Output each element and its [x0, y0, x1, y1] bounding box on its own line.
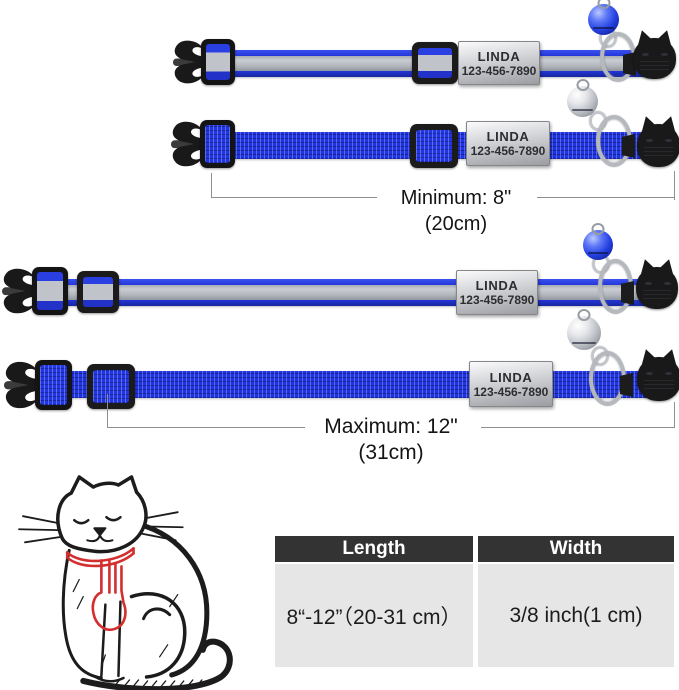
- cat-face-buckle: [637, 346, 679, 401]
- name-tag: LINDA 123-456-7890: [466, 121, 550, 166]
- cat-face-buckle: [636, 256, 678, 309]
- blue-bell: [588, 4, 619, 35]
- buckle-prongs: [2, 268, 35, 314]
- tri-glide-adjuster: [410, 124, 458, 168]
- buckle-keeper: [620, 373, 633, 397]
- cat-fit-guide-illustration: [18, 475, 233, 690]
- tag-phone-text: 123-456-7890: [461, 63, 537, 78]
- spec-table-header-length: Length: [275, 536, 473, 562]
- dimension-line: [481, 427, 675, 428]
- tri-glide-adjuster: [412, 42, 458, 84]
- buckle-prongs: [171, 121, 204, 167]
- tag-name-text: LINDA: [486, 129, 530, 144]
- side-release-buckle: [171, 119, 235, 169]
- dimension-line: [107, 427, 305, 428]
- collar-band: [52, 279, 652, 306]
- dimension-line: [537, 197, 675, 198]
- side-release-buckle: [173, 38, 235, 86]
- dimension-tick-left: [107, 394, 108, 428]
- maximum-label: Maximum: 12"(31cm): [324, 415, 458, 464]
- fit-guide-collar-and-fingers: [65, 547, 135, 631]
- name-tag: LINDA 123-456-7890: [456, 270, 538, 315]
- tag-name-text: LINDA: [489, 369, 533, 385]
- buckle-prongs: [173, 40, 205, 84]
- tag-name-text: LINDA: [475, 278, 519, 293]
- blue-bell: [583, 230, 613, 260]
- dimension-tick-right: [674, 171, 675, 200]
- dimension-line: [211, 197, 377, 198]
- tag-name-text: LINDA: [477, 48, 521, 64]
- name-tag: LINDA 123-456-7890: [469, 361, 553, 407]
- collar-band: [58, 371, 648, 398]
- spec-table-header-width: Width: [478, 536, 674, 562]
- tri-glide-adjuster: [77, 271, 119, 313]
- side-release-buckle: [2, 266, 68, 316]
- buckle-keeper: [623, 52, 636, 76]
- buckle-keeper: [622, 134, 635, 158]
- minimum-label: Minimum: 8"(20cm): [400, 187, 512, 235]
- buckle-keeper: [621, 281, 634, 305]
- tag-phone-text: 123-456-7890: [459, 293, 535, 307]
- cat-face-buckle: [633, 27, 676, 79]
- spec-table-cell-width: 3/8 inch(1 cm): [478, 564, 674, 667]
- spec-table-cell-length: 8“-12”（20-31 cm）: [275, 564, 473, 667]
- silver-bell: [567, 316, 601, 350]
- tag-phone-text: 123-456-7890: [473, 384, 549, 399]
- side-release-buckle: [4, 359, 72, 411]
- name-tag: LINDA 123-456-7890: [458, 41, 540, 85]
- tag-phone-text: 123-456-7890: [470, 144, 546, 158]
- buckle-prongs: [4, 361, 38, 409]
- silver-bell: [567, 86, 598, 117]
- dimension-tick-right: [674, 402, 675, 428]
- tri-glide-adjuster: [87, 364, 135, 409]
- cat-face-buckle: [637, 113, 679, 167]
- dimension-tick-left: [211, 173, 212, 198]
